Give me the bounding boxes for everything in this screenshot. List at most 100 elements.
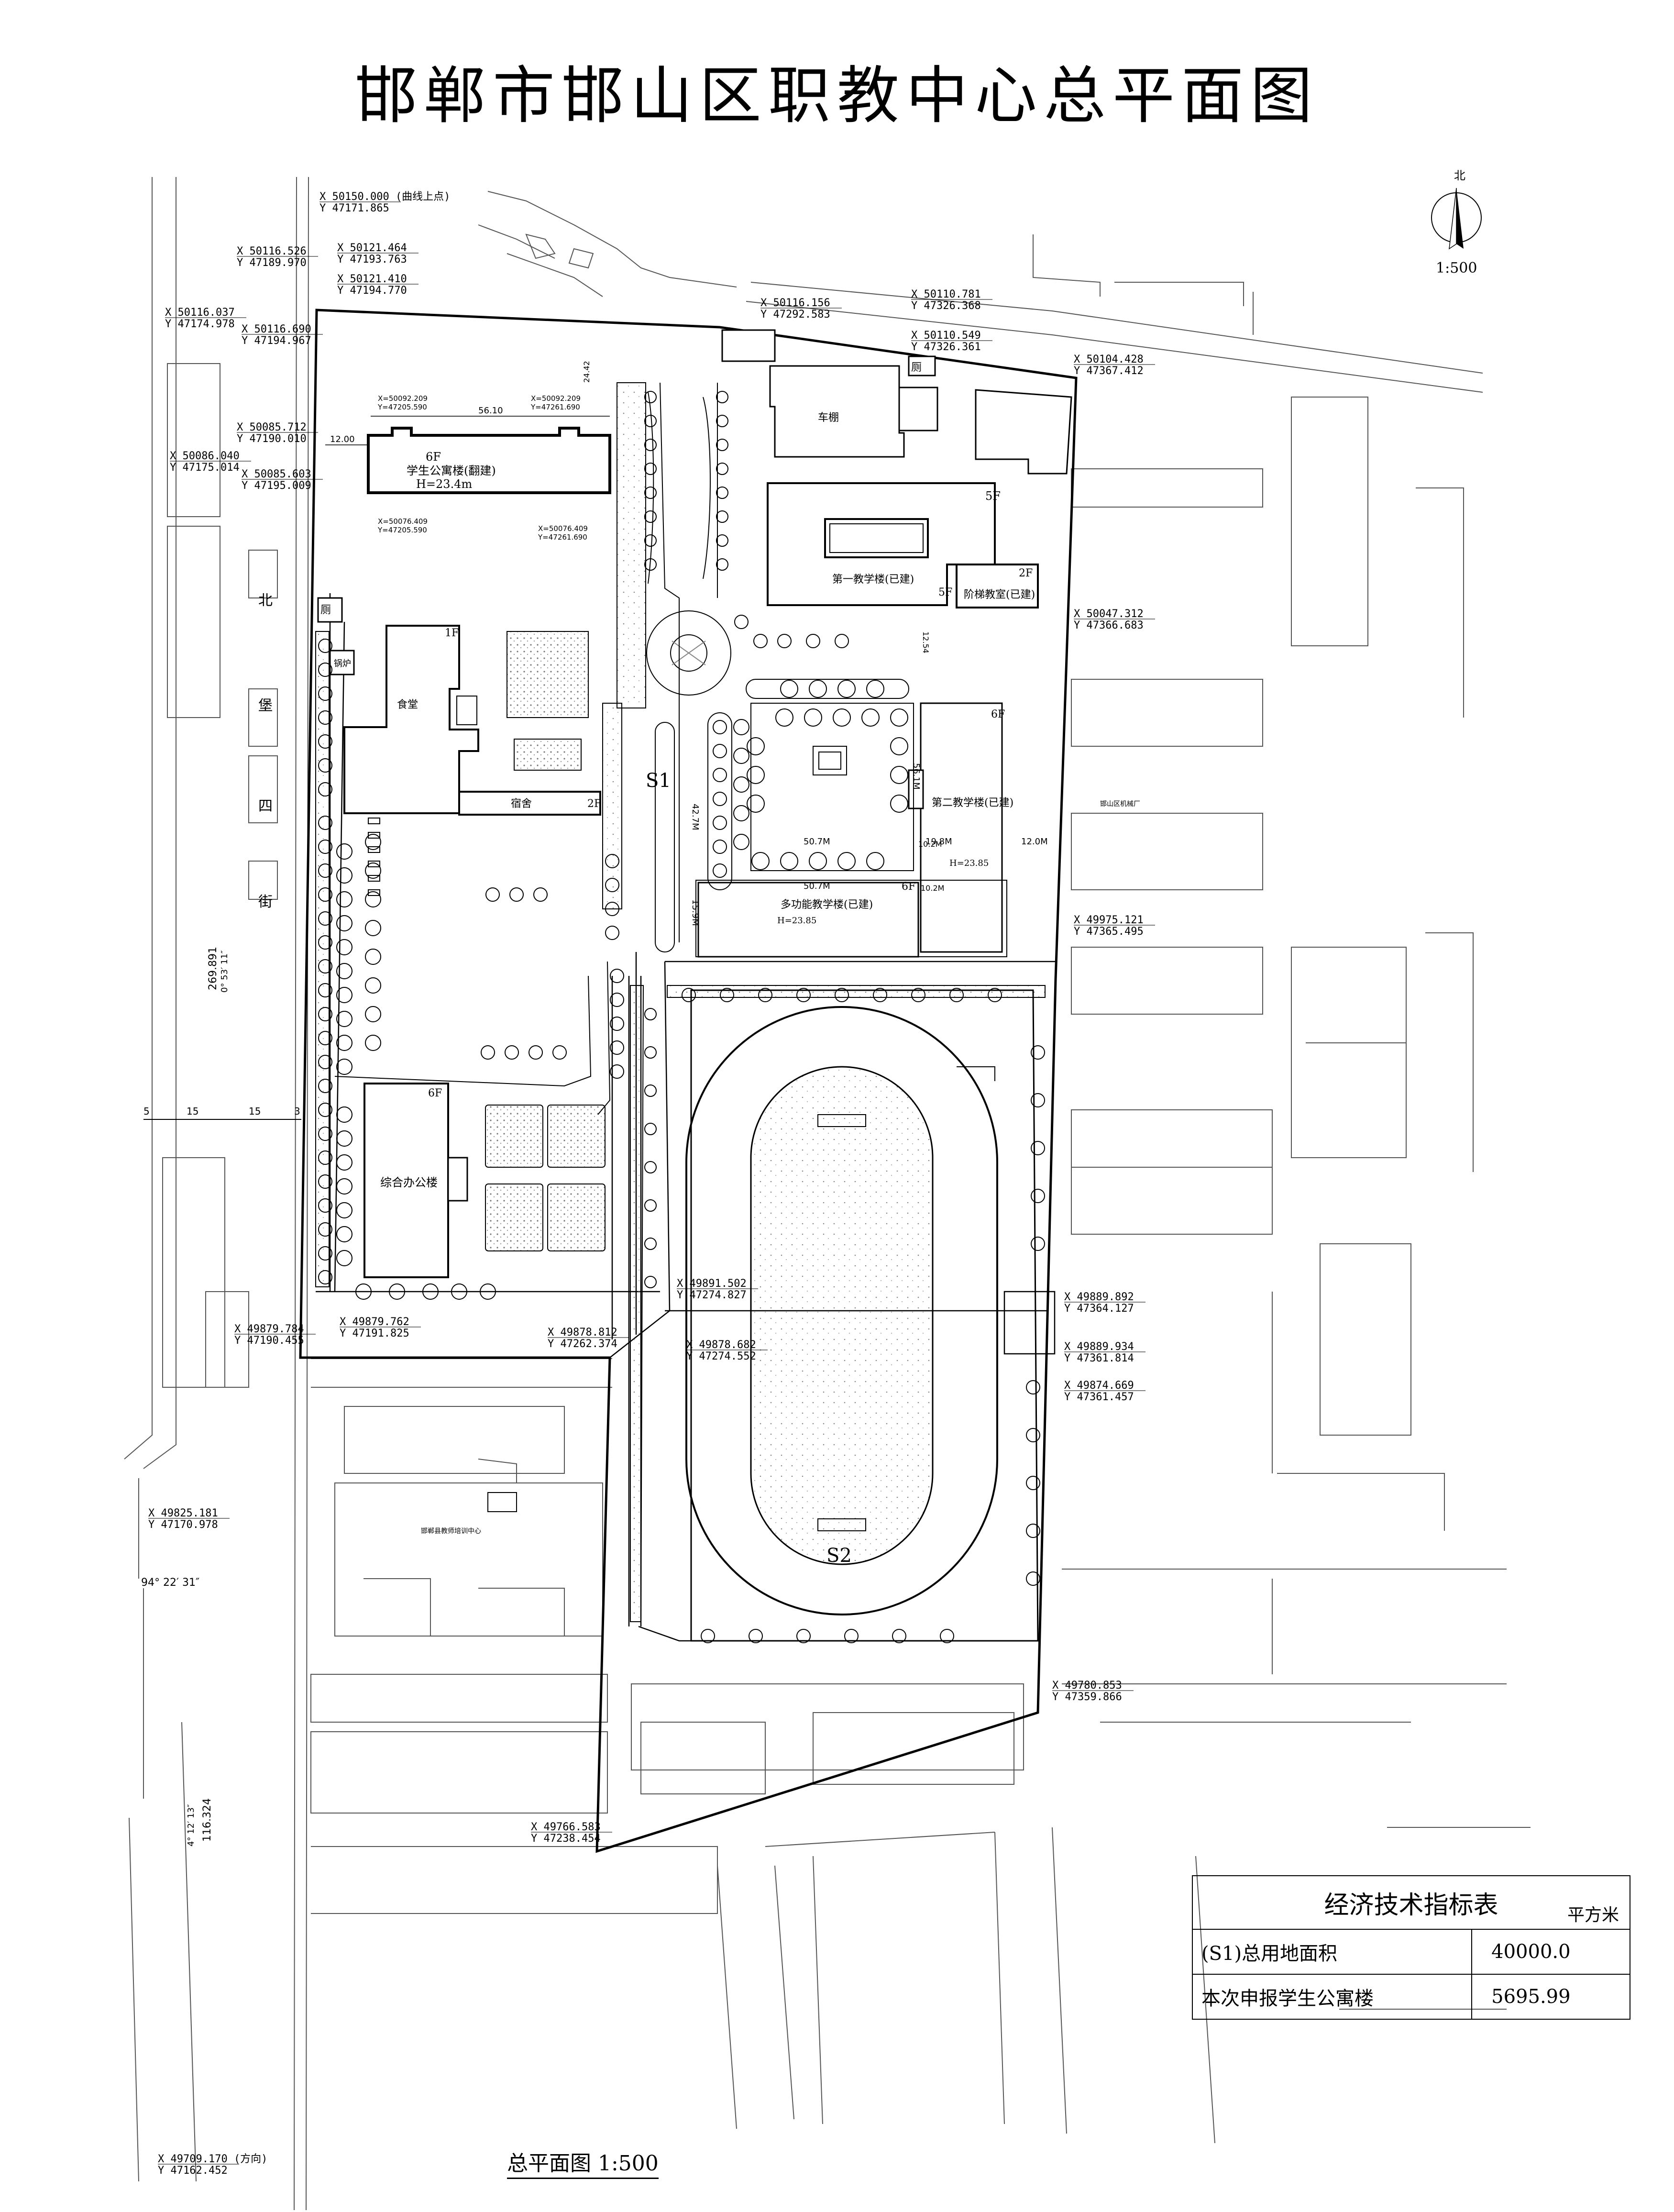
dim-d4: 50.7M	[804, 837, 830, 847]
dim-d15: 116.324	[201, 1798, 213, 1842]
toilet-west-label: 厕	[320, 604, 331, 616]
coord-y: Y 47194.770	[337, 285, 407, 297]
dim-d7: 12.0M	[1021, 837, 1048, 847]
coord-y: Y 47361.457	[1064, 1391, 1134, 1403]
coord-y: Y 47367.412	[1074, 365, 1144, 377]
coord-y: Y 47170.978	[148, 1519, 218, 1531]
dim-d6: 19.8M	[925, 837, 952, 847]
table-row: (S1)总用地面积 40000.0	[1191, 1929, 1630, 1975]
street-char-2: 堡	[258, 697, 273, 714]
coordinate-annotations: X 50150.000 (曲线上点)Y 47171.865 X 50121.464…	[148, 191, 1155, 2177]
coord-y: Y 47326.361	[911, 341, 981, 353]
coord-y: Y 47365.495	[1074, 926, 1144, 938]
coord-x: X 50085.712	[237, 421, 307, 433]
shed-building	[769, 365, 905, 458]
plan-caption: 总平面图 1:500	[507, 2146, 659, 2179]
multi-label: 多功能教学楼(已建)	[781, 899, 873, 911]
teaching2-building	[920, 702, 1003, 953]
coord-x: X 50116.037	[165, 307, 235, 319]
playing-field	[750, 1066, 934, 1565]
table-unit: 平方米	[1567, 1905, 1619, 1925]
walkways	[334, 382, 909, 1115]
coord-y: Y 47171.865	[319, 202, 389, 214]
coord-x: X 50121.410	[337, 273, 407, 285]
north-symbol: 北	[1454, 169, 1465, 182]
coord-x: X 50110.781	[911, 288, 981, 300]
coord-y: Y 47174.978	[165, 318, 235, 330]
building-labels: 6F 学生公寓楼(翻建) H=23.4m 5F 第一教学楼(已建) 2F 5F …	[320, 362, 1140, 1567]
coord-y: Y 47359.866	[1052, 1691, 1122, 1703]
coord-y: Y 47292.583	[760, 309, 830, 321]
coord-y: Y 47193.763	[337, 254, 407, 265]
dim-d5: 50.7M	[804, 881, 830, 891]
shed-label: 车棚	[818, 412, 839, 424]
coord-y: Y 47274.827	[677, 1289, 747, 1301]
dormitory-label: 宿舍	[511, 798, 532, 810]
coord-x: X 49891.502	[677, 1278, 747, 1290]
toilet-north-label: 厕	[911, 362, 922, 374]
teaching2-height-label: H=23.85	[949, 858, 989, 868]
multi-height-label: H=23.85	[777, 916, 816, 926]
factory-label: 邯山区机械厂	[1100, 800, 1140, 808]
coord-y: Y 47191.825	[340, 1327, 409, 1339]
coord-x: X 50110.549	[911, 330, 981, 342]
coord-x: X 49878.682	[686, 1339, 756, 1351]
dorm-c2x: X=50092.209	[531, 394, 581, 403]
coord-y: Y 47361.814	[1064, 1352, 1134, 1364]
coord-x: X 50150.000 (曲线上点)	[319, 191, 450, 203]
street-name: 北 堡 四 街	[258, 592, 273, 910]
coord-x: X 49879.784	[234, 1323, 304, 1335]
lecture-floors-label: 2F	[1019, 567, 1033, 579]
coord-x: X 49825.181	[148, 1507, 218, 1519]
dorm-c4x: X=50076.409	[538, 524, 588, 533]
coord-y: Y 47366.683	[1074, 619, 1144, 631]
coord-x: X 50085.603	[242, 468, 311, 480]
svg-text:5: 5	[143, 1106, 150, 1117]
coord-x: X 50121.464	[337, 242, 407, 254]
angle-a2: 94° 22′ 31″	[141, 1577, 199, 1589]
dim-d2: 12.00	[330, 434, 355, 444]
svg-text:15: 15	[249, 1106, 261, 1117]
coord-x: X 50086.040	[170, 450, 240, 462]
teaching1-floors-label: 5F	[985, 489, 1001, 503]
street-char-1: 北	[258, 592, 273, 609]
central-plaza	[646, 610, 914, 871]
dorm-label: 学生公寓楼(翻建)	[407, 464, 496, 477]
dorm-floors-label: 6F	[426, 450, 441, 464]
coord-x: X 49780.853	[1052, 1680, 1122, 1692]
dorm-coords: X=50092.209 Y=47205.590 X=50092.209 Y=47…	[377, 394, 588, 542]
coord-x: X 50116.526	[237, 245, 307, 257]
coord-y: Y 47190.455	[234, 1335, 304, 1347]
dimensions: 56.10 12.00 24.42 50.7M 50.7M 19.8M 12.0…	[141, 361, 1048, 1847]
table-row-value: 5695.99	[1471, 1974, 1630, 2020]
teaching2-label: 第二教学楼(已建)	[932, 797, 1013, 809]
street-char-4: 街	[258, 894, 273, 910]
dormitory-building	[458, 791, 601, 816]
boiler-label: 锅炉	[334, 659, 351, 669]
buildings	[317, 329, 1072, 1512]
dim-d11: 10.2M	[918, 840, 942, 849]
coord-y: Y 47175.014	[170, 462, 240, 474]
office-building	[363, 1083, 449, 1278]
table-header: 经济技术指标表 平方米	[1192, 1875, 1630, 1930]
dim-d10: 15.9M	[690, 899, 700, 926]
dorm-c1y: Y=47205.590	[377, 403, 427, 411]
scale-label: 1:500	[1436, 260, 1477, 276]
